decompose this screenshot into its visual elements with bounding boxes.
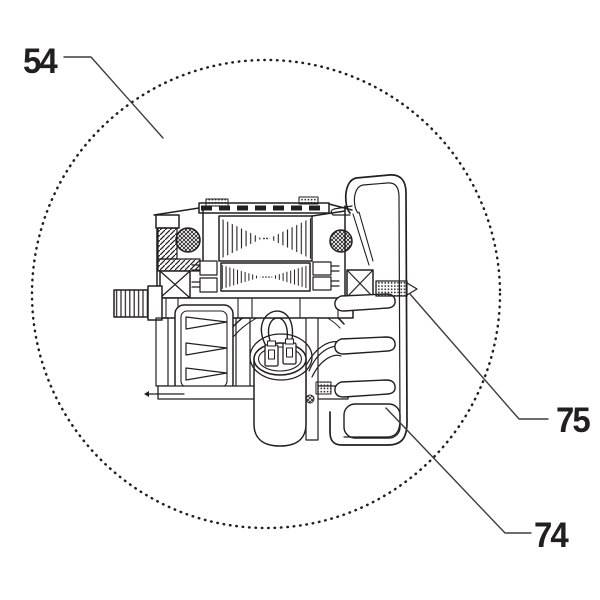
winding-terminals (191, 260, 340, 293)
left-end-winding (175, 227, 201, 253)
capacitor (253, 342, 307, 447)
threaded-shaft (113, 285, 163, 321)
fan-shroud (329, 174, 408, 446)
leader-line-75 (409, 293, 549, 420)
left-bearing-box (159, 270, 191, 299)
right-end-winding (329, 229, 353, 253)
shaft-end-knurl (375, 280, 418, 297)
callout-label-54: 54 (23, 40, 58, 81)
left-end-bracket (155, 209, 204, 299)
stator-winding (218, 215, 313, 262)
rotor-core (220, 262, 311, 292)
dashed-boundary-circle (30, 58, 502, 530)
motor-assembly-drawing (113, 174, 418, 447)
capacitor-wires (260, 310, 294, 347)
callout-label-74: 74 (534, 514, 569, 555)
leader-line-54 (63, 56, 164, 139)
right-end-bracket (311, 205, 374, 299)
right-bearing-box (346, 269, 374, 298)
terminal-strip (153, 196, 353, 216)
clamp-bracket (174, 304, 234, 394)
fan-blades (334, 293, 401, 439)
callout-label-75: 75 (556, 399, 591, 440)
leader-line-74 (385, 407, 532, 534)
